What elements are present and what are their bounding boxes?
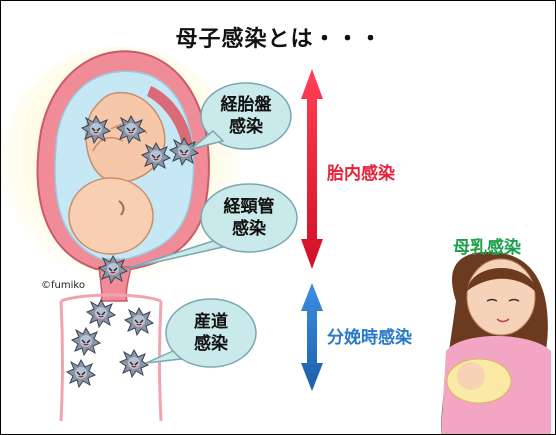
bubble-transplacental [190, 82, 292, 150]
bubble-line: 感染 [232, 219, 266, 239]
bubble-line: 感染 [229, 117, 263, 137]
copyright-text: ©fumiko [41, 280, 85, 291]
bubble-transcervical [125, 183, 298, 270]
intrauterine-arrow [301, 69, 323, 269]
breastfeeding-mother [441, 252, 551, 434]
bubble-line: 経頸管 [223, 197, 275, 217]
page-title: 母子感染とは・・・ [175, 27, 383, 52]
bubble-line: 感染 [194, 334, 228, 354]
fetus [68, 91, 166, 255]
intrapartum-label: 分娩時感染 [327, 328, 412, 348]
placenta [147, 86, 193, 153]
breast-milk-label: 母乳感染 [453, 238, 521, 258]
bubble-text-birth-canal: 産道 感染 [166, 311, 256, 355]
bubble-birth-canal [145, 298, 257, 368]
intrapartum-arrow [301, 283, 323, 391]
bubble-line: 経胎盤 [220, 95, 272, 115]
bubble-line: 産道 [194, 312, 228, 332]
bubble-text-transplacental: 経胎盤 感染 [201, 94, 291, 138]
intrauterine-label: 胎内感染 [327, 164, 395, 184]
bubble-text-transcervical: 経頸管 感染 [204, 196, 294, 240]
